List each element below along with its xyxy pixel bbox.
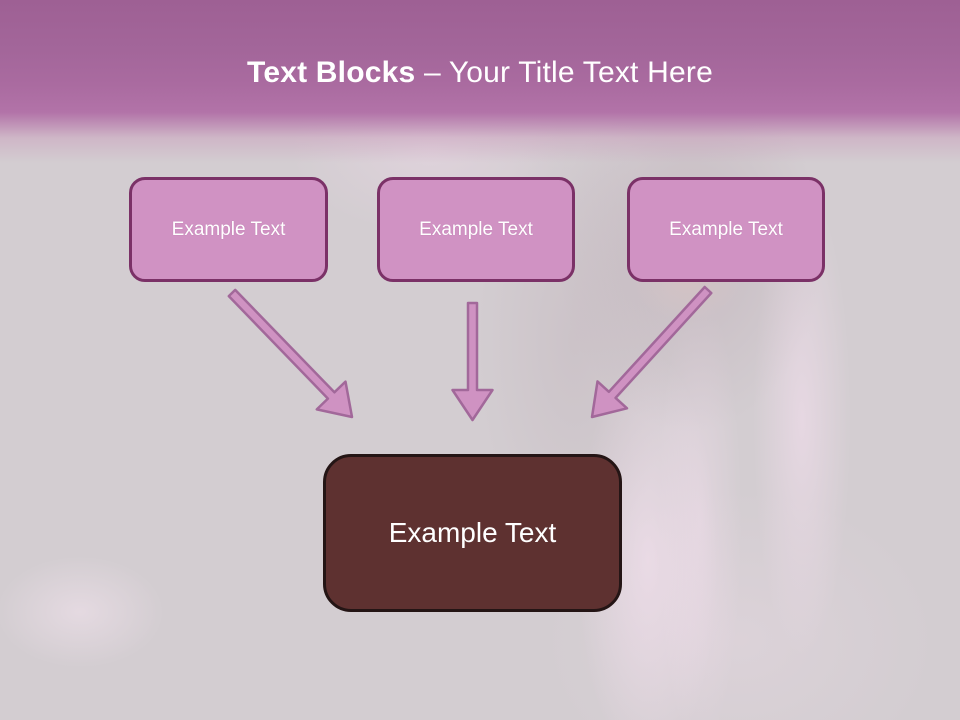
text-block-2-label: Example Text (419, 218, 533, 240)
title-band (0, 0, 960, 170)
text-block-2[interactable]: Example Text (377, 177, 575, 282)
summary-block[interactable]: Example Text (323, 454, 622, 612)
arrow-down-right-icon[interactable] (227, 288, 354, 419)
slide-title[interactable]: Text Blocks – Your Title Text Here (0, 54, 960, 92)
slide-title-placeholder: – Your Title Text Here (423, 56, 713, 89)
text-block-3[interactable]: Example Text (627, 177, 825, 282)
arrow-down-icon[interactable] (451, 301, 494, 422)
slide-title-topic: Text Blocks (247, 56, 416, 89)
text-block-1-label: Example Text (171, 218, 286, 240)
text-block-1[interactable]: Example Text (129, 177, 328, 282)
summary-block-label: Example Text (388, 517, 557, 548)
text-block-3-label: Example Text (669, 218, 783, 240)
arrow-down-left-icon[interactable] (590, 285, 713, 419)
